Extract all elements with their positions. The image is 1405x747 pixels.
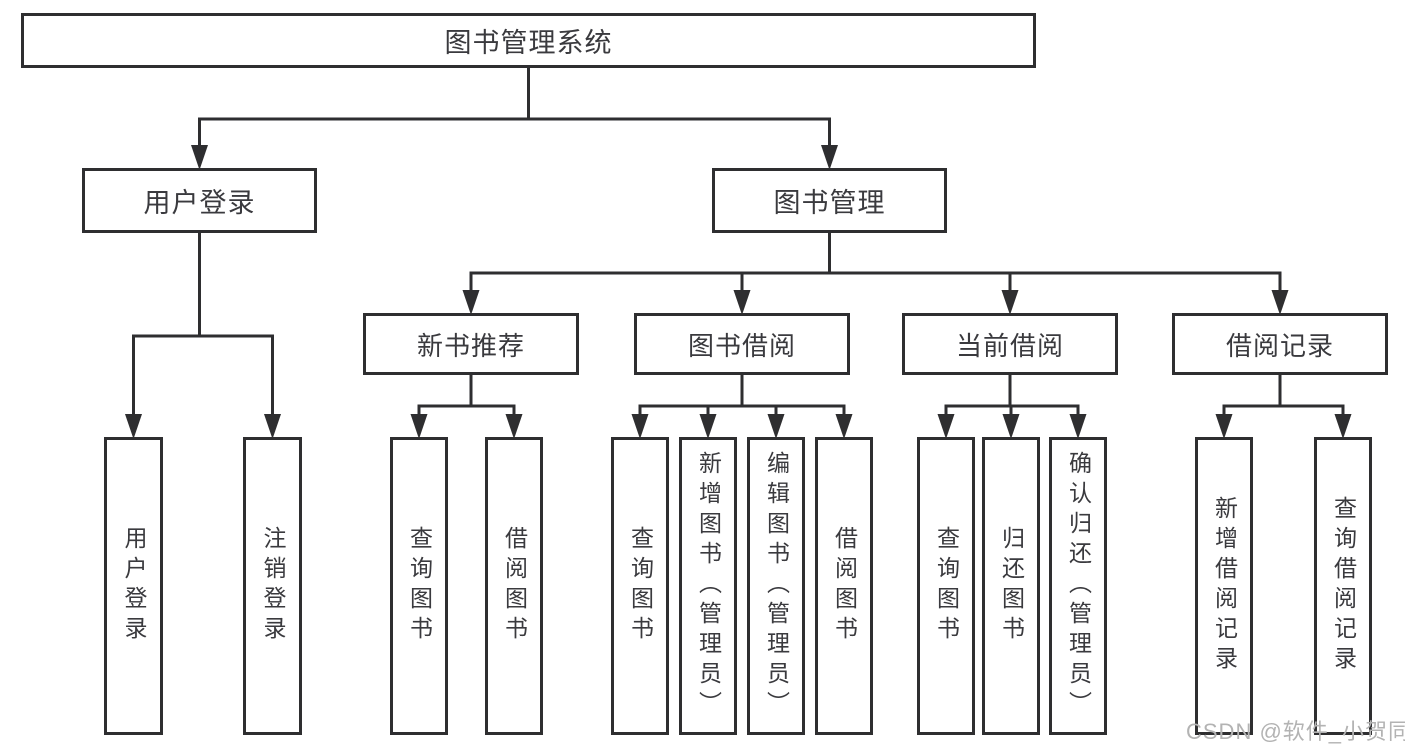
- arrowhead-icon: [1069, 414, 1087, 439]
- arrowhead-icon: [1001, 290, 1019, 315]
- node-label: 借阅图书: [501, 526, 528, 646]
- node-label: 注销登录: [260, 526, 286, 646]
- node-label: 图书管理: [773, 188, 886, 218]
- arrowhead-icon: [1215, 414, 1233, 439]
- arrowhead-icon: [1271, 290, 1289, 315]
- arrowhead-icon: [835, 414, 853, 439]
- arrowhead-icon: [264, 414, 281, 439]
- node-label: 新增借阅记录: [1211, 496, 1238, 676]
- node-label: 新增图书（管理员）: [695, 451, 722, 721]
- node-current-borrow: 当前借阅: [902, 313, 1118, 375]
- arrowhead-icon: [1002, 414, 1020, 439]
- watermark: CSDN @软件_小贺同学: [1186, 719, 1405, 744]
- arrowhead-icon: [699, 414, 717, 439]
- node-label: 查询图书: [627, 526, 654, 646]
- node-book-mgmt: 图书管理: [712, 168, 947, 233]
- node-cb-return-book: 归还图书: [982, 437, 1040, 735]
- node-rec-borrow-book: 借阅图书: [485, 437, 543, 735]
- arrowhead-icon: [733, 290, 751, 315]
- node-rec-query-book: 查询图书: [390, 437, 448, 735]
- node-label: 借阅记录: [1225, 330, 1334, 361]
- node-logout: 注销登录: [243, 437, 302, 735]
- arrowhead-icon: [937, 414, 955, 439]
- node-user-login: 用户登录: [82, 168, 317, 233]
- arrowhead-icon: [631, 414, 649, 439]
- node-cb-query-book: 查询图书: [917, 437, 975, 735]
- arrowhead-icon: [821, 145, 838, 170]
- arrowhead-icon: [191, 145, 208, 170]
- node-label: 查询图书: [406, 526, 433, 646]
- node-bb-edit-book: 编辑图书（管理员）: [747, 437, 805, 735]
- node-label: 编辑图书（管理员）: [763, 451, 790, 721]
- node-root: 图书管理系统: [21, 13, 1036, 68]
- node-br-add-record: 新增借阅记录: [1195, 437, 1253, 735]
- node-cb-confirm-return: 确认归还（管理员）: [1049, 437, 1107, 735]
- node-label: 查询图书: [933, 526, 960, 646]
- node-book-borrow: 图书借阅: [634, 313, 850, 375]
- node-label: 查询借阅记录: [1330, 496, 1357, 676]
- node-label: 用户登录: [121, 526, 147, 646]
- arrowhead-icon: [125, 414, 142, 439]
- node-label: 借阅图书: [831, 526, 858, 646]
- arrowhead-icon: [767, 414, 785, 439]
- node-label: 当前借阅: [955, 330, 1064, 361]
- node-label: 用户登录: [143, 188, 256, 218]
- arrowhead-icon: [505, 414, 523, 439]
- arrowhead-icon: [462, 290, 480, 315]
- node-label: 图书管理系统: [444, 28, 613, 58]
- node-label: 确认归还（管理员）: [1065, 451, 1092, 721]
- node-label: 图书借阅: [687, 330, 796, 361]
- node-bb-borrow-book: 借阅图书: [815, 437, 873, 735]
- arrowhead-icon: [1334, 414, 1352, 439]
- node-new-book-rec: 新书推荐: [363, 313, 579, 375]
- node-bb-add-book: 新增图书（管理员）: [679, 437, 737, 735]
- node-login: 用户登录: [104, 437, 163, 735]
- node-bb-query-book: 查询图书: [611, 437, 669, 735]
- arrowhead-icon: [410, 414, 428, 439]
- node-label: 新书推荐: [416, 330, 525, 361]
- node-borrow-records: 借阅记录: [1172, 313, 1388, 375]
- node-label: 归还图书: [998, 526, 1025, 646]
- node-br-query-record: 查询借阅记录: [1314, 437, 1372, 735]
